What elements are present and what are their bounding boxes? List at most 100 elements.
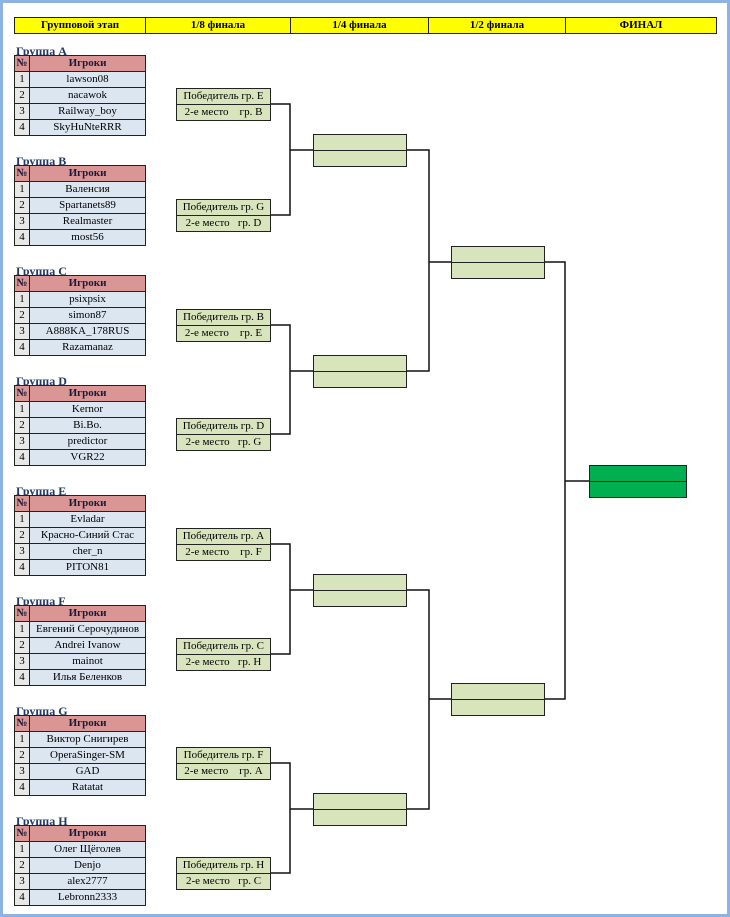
player-name: Олег Щёголев bbox=[30, 842, 145, 857]
player-name: Илья Беленков bbox=[30, 670, 145, 685]
player-name: mainot bbox=[30, 654, 145, 669]
player-rank: 3 bbox=[15, 324, 30, 339]
player-name: Валенсия bbox=[30, 182, 145, 197]
match-slot: Победитель гр. E bbox=[177, 89, 270, 105]
connector bbox=[543, 261, 589, 700]
connector bbox=[270, 543, 313, 655]
player-name: Realmaster bbox=[30, 214, 145, 229]
player-rank: 4 bbox=[15, 450, 30, 465]
match-slot: 2-е место гр. E bbox=[184, 327, 263, 339]
player-rank: 1 bbox=[15, 182, 30, 197]
group-title: Группа F bbox=[16, 594, 66, 608]
connector bbox=[405, 149, 451, 372]
match-slot: 2-е место гр. C bbox=[185, 875, 262, 887]
player-name: Razamanaz bbox=[30, 340, 145, 355]
player-name: Lebronn2333 bbox=[30, 890, 145, 905]
player-name: Spartanets89 bbox=[30, 198, 145, 213]
match-slot: 2-е место гр. G bbox=[185, 436, 262, 448]
player-rank: 3 bbox=[15, 874, 30, 889]
semifinal-match-1 bbox=[451, 246, 545, 279]
connector bbox=[270, 103, 313, 216]
player-rank: 3 bbox=[15, 544, 30, 559]
player-name: Ratatat bbox=[30, 780, 145, 795]
num-header: № bbox=[15, 56, 30, 71]
player-name: GAD bbox=[30, 764, 145, 779]
match-slot: Победитель гр. F bbox=[177, 748, 270, 764]
group-title: Группа B bbox=[16, 154, 67, 168]
players-header: Игроки bbox=[30, 276, 145, 291]
player-rank: 4 bbox=[15, 230, 30, 245]
player-name: OperaSinger-SM bbox=[30, 748, 145, 763]
player-name: Евгений Серочудинов bbox=[30, 622, 145, 637]
player-name: cher_n bbox=[30, 544, 145, 559]
player-rank: 4 bbox=[15, 340, 30, 355]
match-slot: Победитель гр. B bbox=[177, 310, 270, 326]
player-name: SkyHuNteRRR bbox=[30, 120, 145, 135]
group-title: Группа G bbox=[16, 704, 68, 718]
group-title: Группа D bbox=[16, 374, 67, 388]
player-rank: 4 bbox=[15, 560, 30, 575]
match-slot: 2-е место гр. H bbox=[185, 656, 262, 668]
connector bbox=[270, 762, 313, 874]
num-header: № bbox=[15, 496, 30, 511]
quarterfinal-match-3 bbox=[313, 574, 407, 607]
player-rank: 4 bbox=[15, 890, 30, 905]
players-header: Игроки bbox=[30, 386, 145, 401]
player-name: Railway_boy bbox=[30, 104, 145, 119]
player-rank: 3 bbox=[15, 214, 30, 229]
players-header: Игроки bbox=[30, 606, 145, 621]
player-rank: 4 bbox=[15, 780, 30, 795]
player-rank: 2 bbox=[15, 88, 30, 103]
group-title: Группа H bbox=[16, 814, 68, 828]
header-round-of-16: 1/8 финала bbox=[145, 17, 291, 34]
players-header: Игроки bbox=[30, 166, 145, 181]
player-rank: 2 bbox=[15, 748, 30, 763]
player-name: psixpsix bbox=[30, 292, 145, 307]
semifinal-match-2 bbox=[451, 683, 545, 716]
player-rank: 1 bbox=[15, 512, 30, 527]
player-rank: 1 bbox=[15, 842, 30, 857]
player-rank: 2 bbox=[15, 308, 30, 323]
player-rank: 2 bbox=[15, 858, 30, 873]
player-name: Andrei Ivanow bbox=[30, 638, 145, 653]
match-slot: 2-е место гр. A bbox=[184, 765, 263, 777]
connector bbox=[270, 324, 313, 435]
quarterfinal-match-1 bbox=[313, 134, 407, 167]
num-header: № bbox=[15, 716, 30, 731]
player-name: A888KA_178RUS bbox=[30, 324, 145, 339]
match-slot: 2-е место гр. F bbox=[185, 546, 262, 558]
